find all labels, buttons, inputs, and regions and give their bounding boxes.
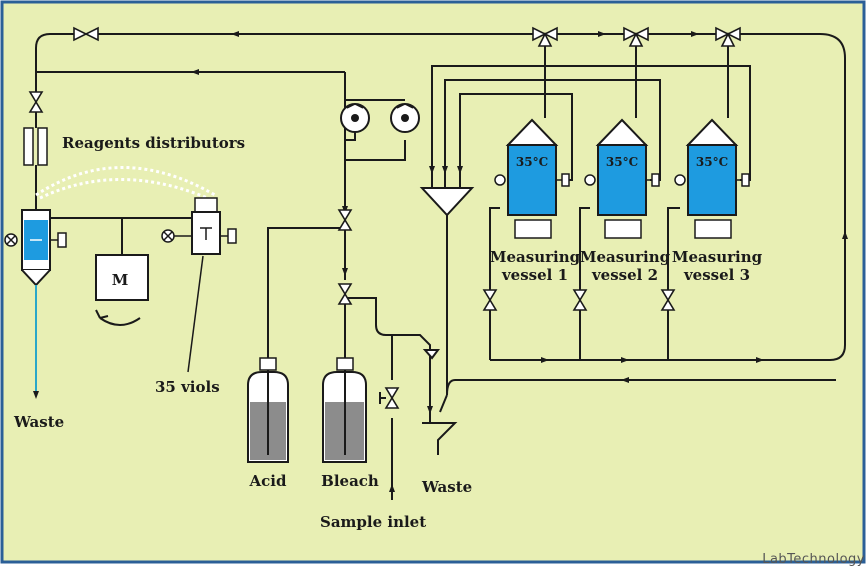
vessel-1-label-line1: Measuring: [490, 248, 581, 266]
acid-bottle: [247, 357, 289, 463]
valve-drain-1: [482, 289, 498, 311]
valve-left-column: [28, 91, 44, 113]
viol-pointer: [187, 255, 204, 373]
vessel-3-label-line1: Measuring: [672, 248, 763, 266]
pumps: [340, 103, 420, 133]
rotation-arrow-icon: [95, 309, 109, 319]
measuring-vessel-3: [674, 118, 750, 239]
valve-drain-2: [572, 289, 588, 311]
vessel-2-label-line1: Measuring: [580, 248, 671, 266]
sample-inlet-label: Sample inlet: [320, 513, 426, 531]
bleach-label: Bleach: [321, 472, 379, 490]
vessel-1-label-line2: vessel 1: [501, 266, 568, 284]
three-way-valve-2: [623, 26, 649, 47]
vessel-3-temp: 35°C: [696, 155, 728, 169]
reagent-distributors-icon: [23, 127, 48, 166]
reagents-distributors-label: Reagents distributors: [62, 134, 245, 152]
flow-arrows: [191, 31, 848, 414]
sample-funnel-icon: [422, 349, 440, 360]
viol-sensors: [161, 228, 237, 244]
waste-left-label: Waste: [13, 413, 64, 431]
valve-bleach-junction: [337, 283, 353, 305]
acid-label: Acid: [249, 472, 287, 490]
funnels: [419, 187, 475, 455]
vessel-2-label-line2: vessel 2: [591, 266, 658, 284]
return-funnel-icon: [419, 187, 475, 217]
measuring-vessel-2: [584, 118, 660, 239]
pipe-network: [35, 33, 846, 492]
pump-1-icon: [340, 103, 370, 133]
pump-2-icon: [390, 103, 420, 133]
valve-acid-junction: [337, 209, 353, 231]
vessel-3-label-line2: vessel 3: [683, 266, 750, 284]
viols-label: 35 viols: [155, 378, 220, 396]
dosing-vessel: [21, 209, 51, 287]
bleach-bottle: [322, 357, 367, 463]
valve-top-left: [73, 26, 99, 42]
waste-funnel-icon: [422, 422, 458, 455]
valves: [28, 26, 676, 409]
waste-center-label: Waste: [421, 478, 472, 496]
valve-sample-inlet: [384, 387, 400, 409]
vessel-1-temp: 35°C: [516, 155, 548, 169]
motor-unit: [95, 254, 149, 326]
valve-drain-3: [660, 289, 676, 311]
three-way-valves: [532, 26, 741, 47]
viol-container: [191, 197, 221, 255]
vessel-2-temp: 35°C: [606, 155, 638, 169]
three-way-valve-3: [715, 26, 741, 47]
watermark: LabTechnology: [762, 552, 865, 567]
distributor-arcs: [35, 166, 216, 202]
dosing-vessel-sensors: [4, 232, 67, 248]
motor-label: M: [112, 271, 129, 289]
three-way-valve-1: [532, 26, 558, 47]
measuring-vessel-1: [494, 118, 570, 239]
